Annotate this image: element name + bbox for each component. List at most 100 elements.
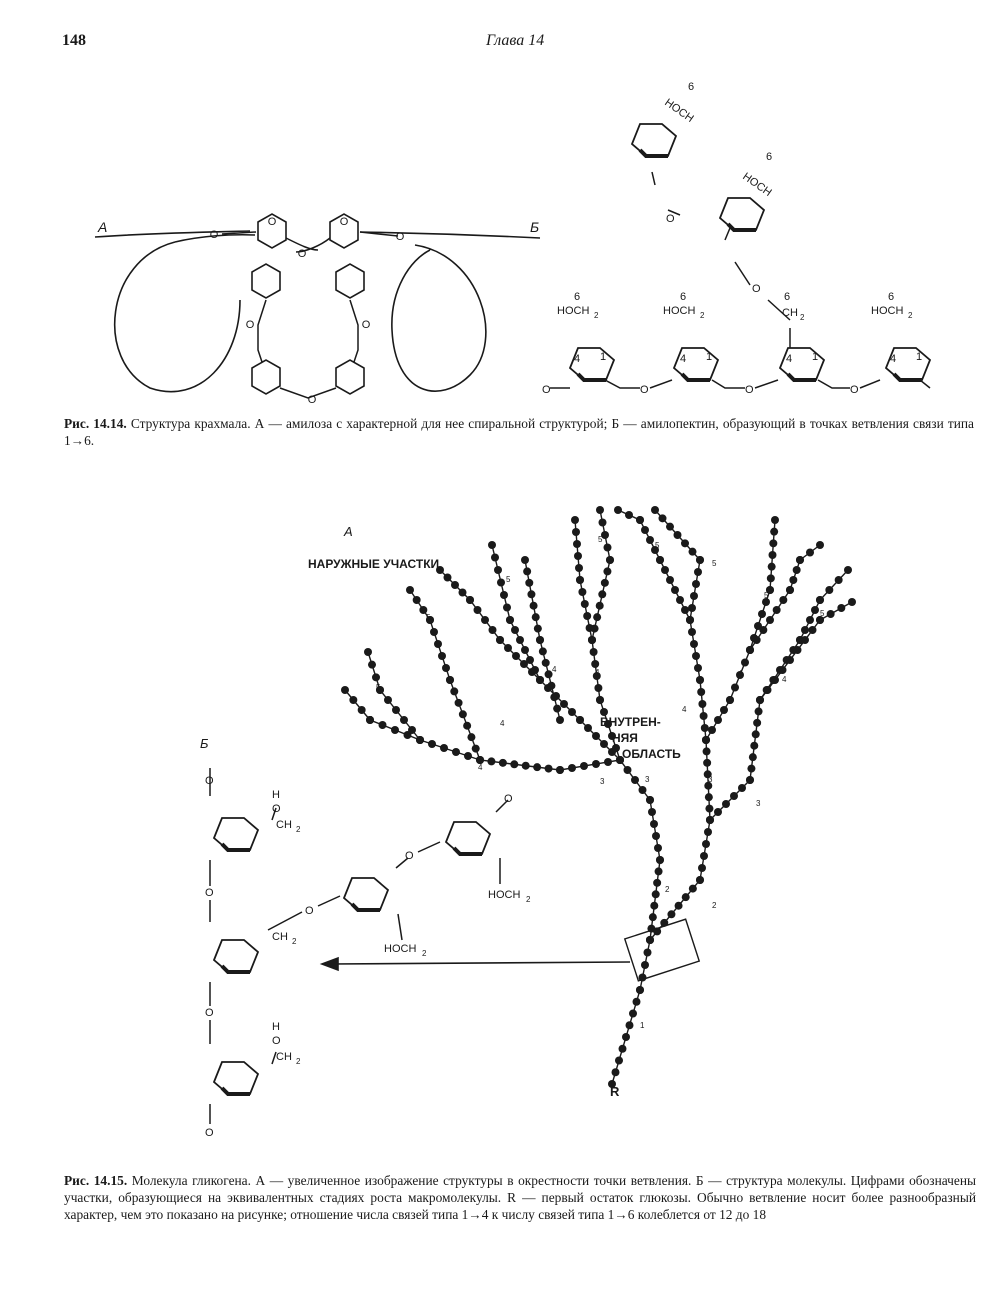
glucose-residue [500,591,508,599]
glucose-residue [591,660,600,668]
oxygen-label: O [340,216,349,228]
tier-number: 4 [500,719,505,728]
glucose-residue [440,744,448,752]
glucose-residue [706,816,714,824]
glucose-residue [416,736,424,744]
hoch2-label: HOCH [557,305,589,317]
glucose-residue [844,566,852,574]
glucose-residue [391,726,399,734]
tier-number: 4 [682,705,687,714]
glucose-residue [696,676,704,684]
glucose-residue [652,832,660,840]
tier-number: 3 [645,775,650,784]
subscript-label: 2 [700,311,705,320]
tier-numbers: 1 2 2 3 3 3 3 4 4 4 4 4 4 4 5 5 5 5 5 5 … [368,535,825,1030]
subscript-label: 2 [526,895,531,904]
glucose-residue [611,1068,620,1077]
glucose-residue [368,660,376,669]
glucose-residue [451,581,459,589]
glucose-residue [592,672,601,680]
glucose-residue [778,666,787,674]
glucose-residue [583,612,592,620]
glucose-residue [458,588,467,597]
glucose-residue [811,606,819,614]
glucose-residue [608,732,616,740]
glucose-residue [636,986,644,994]
glucose-residue [698,700,707,708]
glucose-residue [521,556,529,564]
chapter-title: Глава 14 [486,32,545,49]
glucose-residue [766,574,775,583]
glucose-residue [568,708,576,716]
zoom-arrow [319,956,631,972]
glucose-residue [661,566,669,574]
glucose-residue [553,704,562,713]
glucose-residue [378,721,387,729]
tier-number: 4 [478,763,483,772]
glucose-residue [426,616,434,624]
glucose-residue [705,804,714,813]
glucose-residue [525,578,534,587]
glucose-residue [629,1009,637,1018]
glucose-residue [625,511,633,519]
carbon-number: 1 [812,351,818,363]
glucose-residue [754,707,763,716]
carbon-number: 4 [574,353,580,365]
carbon-number: 4 [786,353,792,365]
figure-14-14-caption: Рис. 14.14. Структура крахмала. А — амил… [64,415,974,449]
glucose-residue [731,683,739,692]
glucose-residue [498,758,507,767]
glucose-residue [704,781,713,790]
tier-number: 5 [764,591,769,600]
tier-number: 1 [640,1021,645,1030]
glucose-residue [452,748,460,756]
glucose-residue [510,760,519,769]
glucose-residue [699,712,708,720]
glucose-residue [446,676,454,684]
figure-label-b: Б [200,736,209,751]
glucose-residue [769,539,778,548]
glucose-residue [714,716,722,724]
glucose-residue [596,506,604,514]
glucose-residue [538,647,547,656]
glucose-residue [600,740,608,748]
glucose-residue [372,673,380,682]
glucose-residue [636,516,644,524]
glucose-residue [573,540,581,548]
glucose-residue [533,763,542,772]
branch-structure [209,768,509,1124]
carbon-number: 4 [680,353,686,365]
glucose-residue [598,590,607,599]
tier-number: 3 [756,799,761,808]
glucose-residue [758,610,766,618]
subscript-label: 2 [292,937,297,946]
glucose-residue [349,696,358,704]
branch-labels: Б O O O O O O O H O CH 2 CH 2 H O CH 2 H… [200,736,531,1139]
glucose-residue [612,744,620,752]
oxygen-label: O [752,283,761,295]
glucose-residue [631,776,639,784]
glucose-residue [590,624,599,633]
glucose-residue [454,698,463,707]
glucose-residue [547,681,556,690]
glucose-residue [736,671,744,679]
branch-point-frame [623,918,701,982]
glucose-residue [700,724,709,732]
glucose-residue [667,910,676,919]
glucose-residue [520,660,528,668]
glucose-residue [746,646,754,654]
glucose-residue [488,626,497,634]
subscript-label: 2 [422,949,427,958]
glucose-residue [792,566,801,574]
glucose-residue [697,688,706,696]
ch2-label: CH [782,307,798,319]
glucose-residue [690,592,698,600]
glucose-residue [450,687,459,696]
glucose-residue [406,586,414,594]
glucose-residue [550,693,559,702]
figure-label-a: A [97,219,107,235]
glucose-residue [526,656,534,664]
glucose-residue [556,766,564,774]
glucose-residue [763,686,772,694]
oxygen-label: O [308,394,317,406]
